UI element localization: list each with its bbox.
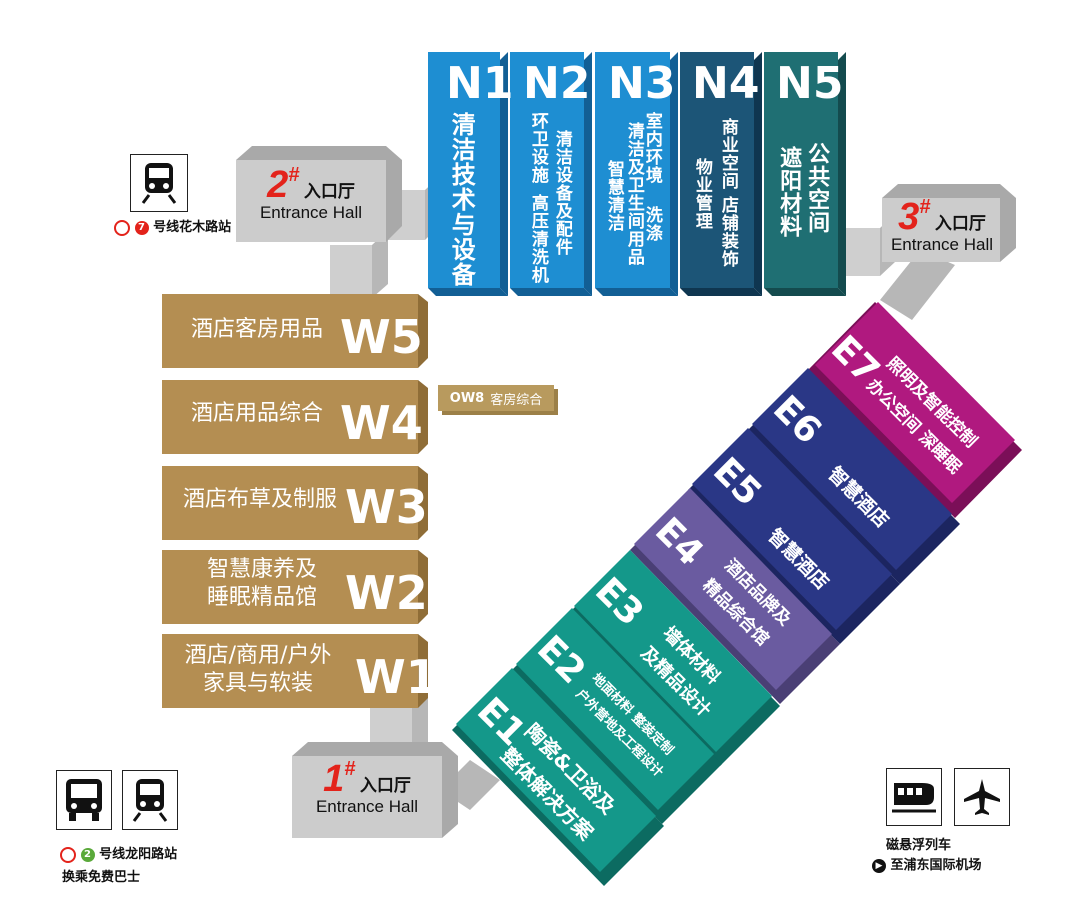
hall-n3-line4: 智慧清洁 [603, 160, 624, 232]
entrance-2-label[interactable]: 2# 入口厅 Entrance Hall [246, 164, 376, 223]
hall-w1[interactable] [162, 634, 418, 708]
hall-n3-line3: 洗涤 [641, 206, 662, 242]
hall-w5-label: 酒店客房用品 [190, 317, 323, 342]
hall-w5[interactable] [162, 294, 418, 368]
hall-e3[interactable] [574, 550, 772, 752]
entrance-1-num: 1 [323, 758, 345, 800]
hall-n2-code: N2 [523, 58, 591, 109]
hall-n2[interactable] [510, 52, 584, 288]
line-7-badge: 7 [134, 220, 149, 235]
shanghai-metro-logo-icon-2 [60, 846, 76, 863]
hall-n4[interactable] [680, 52, 754, 288]
west-halls [162, 294, 428, 708]
metro-train-icon-2 [122, 770, 178, 830]
airplane-icon [954, 768, 1010, 826]
hall-n2-line1: 环卫设施 [527, 112, 548, 184]
hall-w2-line2: 睡眠精品馆 [206, 585, 317, 610]
airport-label-text: 至浦东国际机场 [890, 858, 982, 873]
top-left-station: 7 号线花木路站 [114, 216, 231, 236]
entrance-2-en: Entrance Hall [259, 203, 363, 222]
shanghai-metro-logo-icon [114, 219, 130, 236]
hall-w3-code: W3 [345, 480, 428, 534]
entrance-1-en: Entrance Hall [315, 797, 419, 816]
hall-n4-line1: 商业空间 [717, 118, 738, 190]
play-arrow-icon: ▶ [872, 858, 886, 873]
hall-w4[interactable] [162, 380, 418, 454]
top-left-station-name: 号线花木路站 [153, 220, 232, 235]
hall-e5[interactable] [692, 428, 892, 630]
hall-n3-line1: 室内环境 [641, 112, 662, 184]
entrance-2-block [236, 160, 386, 242]
hall-e7[interactable] [815, 302, 1015, 503]
maglev-label: 磁悬浮列车 [886, 838, 952, 853]
entrance-1-block [292, 756, 442, 838]
hall-n5[interactable] [764, 52, 838, 288]
entrance-3-mark: # [919, 196, 931, 218]
bottom-left-station: 2 号线龙阳路站 [60, 843, 177, 863]
entrance-1-mark: # [344, 758, 356, 780]
hall-n3-line2: 清洁及卫生间用品 [623, 122, 644, 266]
hall-w2-line1: 智慧康养及 [206, 557, 317, 582]
hall-w3[interactable] [162, 466, 418, 540]
hall-e4[interactable] [634, 488, 832, 690]
hall-w1-code: W1 [355, 650, 438, 704]
entrance-2-num: 2 [267, 164, 289, 206]
airport-label: ▶ 至浦东国际机场 [872, 854, 982, 873]
hall-n5-line2: 遮阳材料 [776, 146, 802, 238]
entrance-3-en: Entrance Hall [890, 235, 994, 254]
entrance-3-label[interactable]: 3# 入口厅 Entrance Hall [884, 196, 1000, 255]
hall-n1-label: 清洁技术与设备 [447, 112, 476, 287]
hall-w1-line1: 酒店/商用/户外 [184, 643, 332, 668]
hall-n1-code: N1 [446, 58, 514, 109]
hall-e6[interactable] [752, 368, 952, 570]
free-bus-note: 换乘免费巴士 [62, 870, 141, 885]
entrance-2-mark: # [288, 164, 300, 186]
hall-ow8-code: OW8 [449, 390, 485, 406]
hall-w2[interactable] [162, 550, 418, 624]
hall-w2-code: W2 [345, 566, 428, 620]
hall-n5-line1: 公共空间 [804, 142, 830, 234]
north-halls [428, 52, 846, 296]
entrance-1-label[interactable]: 1# 入口厅 Entrance Hall [300, 758, 434, 817]
hall-w4-code: W4 [340, 396, 423, 450]
hall-w4-label: 酒店用品综合 [190, 401, 323, 426]
hall-n4-line3: 店铺装饰 [717, 196, 738, 268]
entrance-3-num: 3 [898, 196, 920, 238]
entrance-3-cn: 入口厅 [934, 214, 986, 233]
hall-ow8-label: 客房综合 [490, 392, 543, 408]
hall-n2-line3: 高压清洗机 [527, 194, 548, 284]
hall-w5-code: W5 [340, 310, 423, 364]
hall-n5-code: N5 [776, 58, 844, 109]
hall-w3-label: 酒店布草及制服 [182, 487, 337, 512]
hall-n2-line2: 清洁设备及配件 [551, 130, 572, 256]
bus-icon [56, 770, 112, 830]
bottom-left-station-name: 号线龙阳路站 [99, 847, 178, 862]
hall-n4-code: N4 [692, 58, 760, 109]
entrance-2-cn: 入口厅 [303, 182, 355, 201]
entrance-3-block [882, 198, 1000, 262]
hall-n1[interactable] [428, 52, 500, 288]
east-halls [452, 302, 1022, 886]
hall-ow8[interactable]: OW8 客房综合 [438, 385, 554, 411]
line-2-badge: 2 [80, 847, 95, 862]
hall-e1[interactable] [456, 668, 656, 872]
hall-n4-line2: 物业管理 [691, 158, 712, 230]
hall-e2[interactable] [516, 608, 714, 810]
metro-train-icon [130, 154, 188, 212]
entrance-1-cn: 入口厅 [359, 776, 411, 795]
hall-n3-code: N3 [608, 58, 676, 109]
hall-n3[interactable] [595, 52, 670, 288]
maglev-icon [886, 768, 942, 826]
hall-w1-line2: 家具与软装 [202, 671, 313, 696]
